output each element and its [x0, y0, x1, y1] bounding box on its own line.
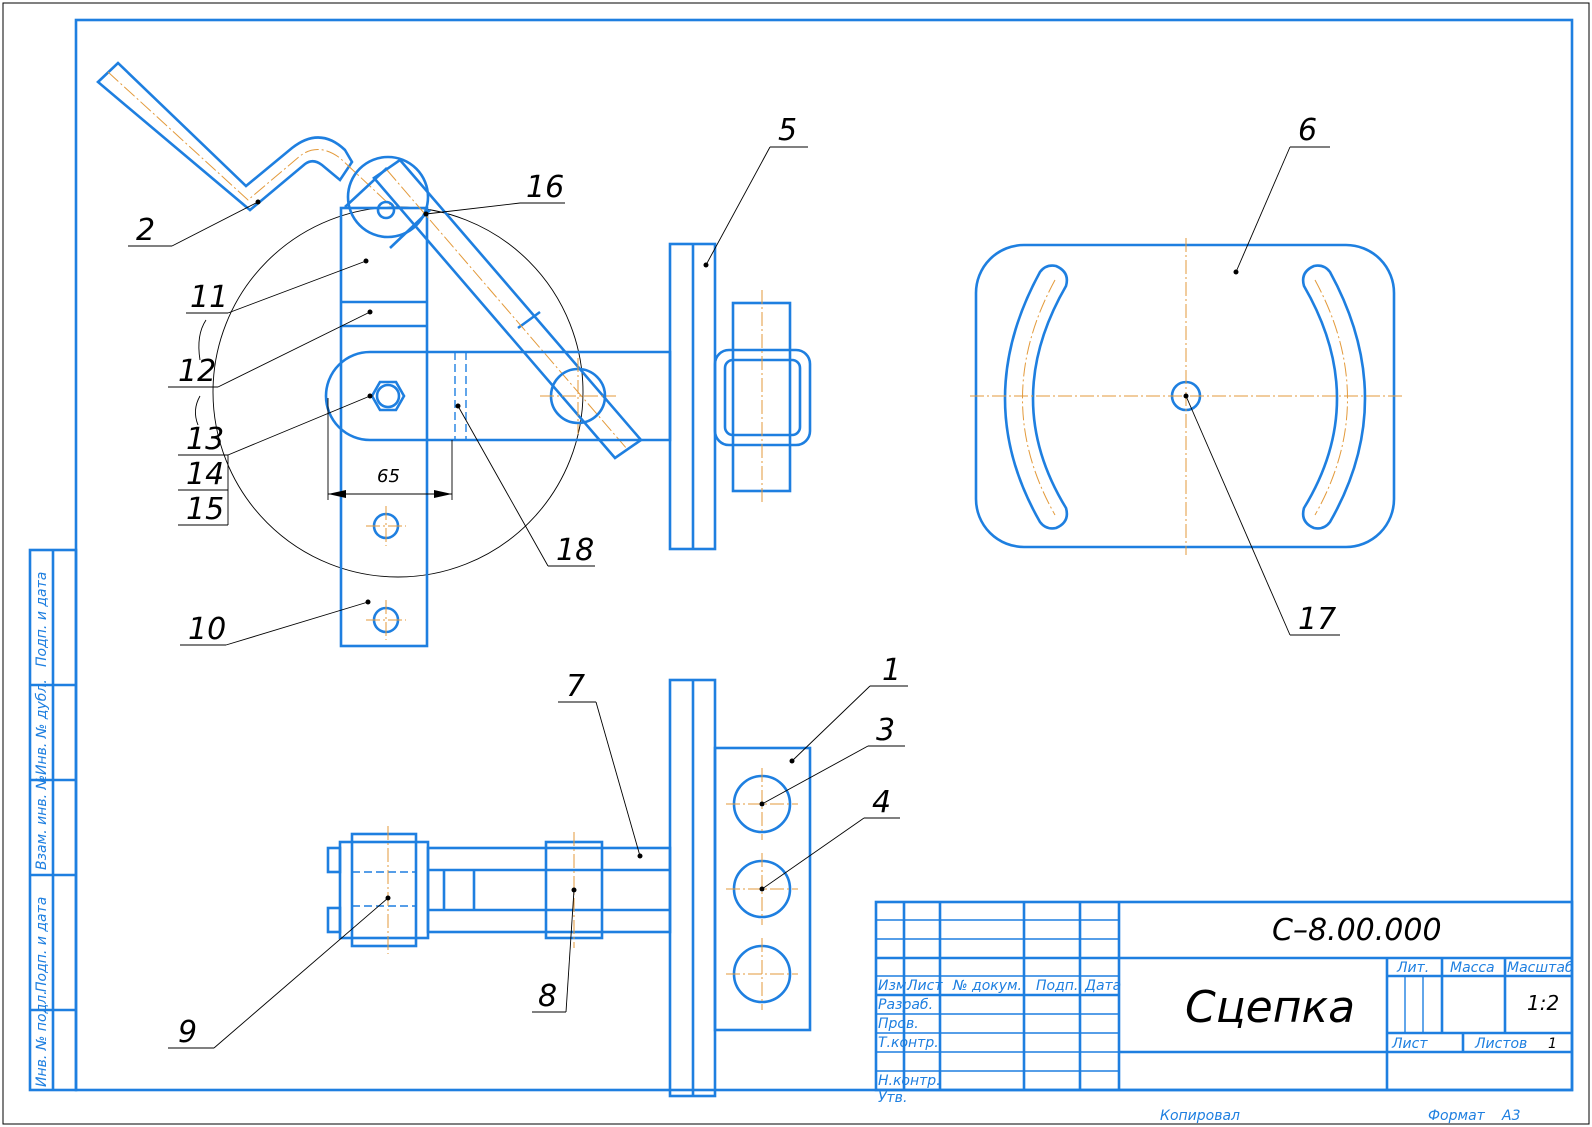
label-1: 1 [882, 653, 901, 688]
tb-sign: Подп. [1036, 978, 1078, 994]
tb-sheets: Листов [1474, 1036, 1527, 1052]
top-view [326, 678, 812, 1098]
label-17: 17 [1298, 602, 1336, 637]
tb-prov: Пров. [878, 1016, 919, 1032]
label-9: 9 [178, 1015, 197, 1050]
label-15: 15 [186, 492, 224, 527]
side-stamp-vzam-inv: Взам. инв. № [34, 775, 50, 870]
tb-date: Дата [1084, 978, 1121, 994]
tb-izm: Изм. [878, 978, 911, 994]
label-12: 12 [178, 354, 216, 389]
position-labels: 2 16 5 6 11 12 13 14 15 18 10 17 1 3 4 7… [136, 113, 1336, 1050]
tb-scale-value: 1:2 [1527, 991, 1559, 1015]
side-stamp-podp-bottom: Подп. и дата [34, 897, 50, 992]
tb-designation: С–8.00.000 [1272, 913, 1442, 948]
label-13: 13 [186, 422, 224, 457]
tb-razrab: Разраб. [878, 997, 933, 1013]
label-11: 11 [190, 280, 228, 315]
footer-kopiroval: Копировал [1160, 1108, 1240, 1124]
side-stamp: Подп. и дата Инв. № дубл. Взам. инв. № П… [28, 548, 78, 1092]
tb-list: Лист [906, 978, 943, 994]
label-3: 3 [876, 713, 895, 748]
label-6: 6 [1298, 113, 1317, 148]
tb-sheets-value: 1 [1548, 1036, 1557, 1052]
leaders [128, 146, 1340, 1049]
label-4: 4 [872, 785, 891, 820]
tb-sheet: Лист [1391, 1036, 1428, 1052]
label-8: 8 [538, 979, 557, 1014]
label-14: 14 [186, 457, 224, 492]
title-block: С–8.00.000 Сцепка Изм. Лист № докум. Под… [874, 900, 1574, 1106]
side-stamp-inv-dubl: Инв. № дубл. [34, 679, 50, 775]
label-7: 7 [566, 669, 585, 704]
tb-tkontr: Т.контр. [878, 1035, 939, 1051]
label-18: 18 [556, 533, 594, 568]
label-2: 2 [136, 213, 155, 248]
tb-name: Сцепка [1185, 982, 1355, 1033]
label-10: 10 [188, 612, 226, 647]
tb-doc-no: № докум. [952, 978, 1022, 994]
label-5: 5 [778, 113, 797, 148]
dimension-65: 65 [377, 466, 400, 487]
side-stamp-podp-top: Подп. и дата [34, 572, 50, 667]
tb-lit: Лит. [1396, 960, 1429, 976]
tb-nkontr: Н.контр. [878, 1073, 941, 1089]
tb-massa: Масса [1450, 960, 1495, 976]
side-stamp-inv-podl: Инв. № подл. [34, 990, 50, 1087]
footer-format-value: А3 [1501, 1108, 1520, 1124]
tb-utv: Утв. [878, 1090, 907, 1106]
footer-format: Формат [1428, 1108, 1486, 1124]
label-16: 16 [526, 170, 564, 205]
tb-masshtab: Масштаб [1507, 960, 1574, 976]
front-view: 65 [96, 61, 812, 648]
